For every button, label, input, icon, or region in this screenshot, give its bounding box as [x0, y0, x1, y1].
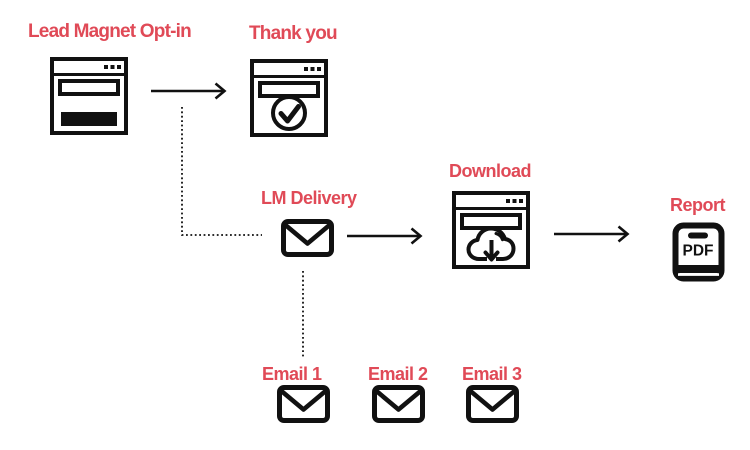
node-label-download: Download	[449, 161, 532, 181]
pdf-text: PDF	[683, 243, 714, 260]
browser-form-icon	[50, 57, 128, 135]
arrow-lmdelivery-to-download	[346, 226, 430, 246]
envelope-icon	[372, 385, 425, 423]
node-label-thank-you: Thank you	[249, 23, 338, 44]
envelope-icon	[277, 385, 330, 423]
browser-checkmark-icon	[250, 59, 328, 137]
dotted-connector-optin-to-lmdelivery	[180, 106, 264, 238]
envelope-icon	[466, 385, 519, 423]
node-label-report: Report	[670, 195, 726, 215]
dotted-connector-lmdelivery-to-emails	[301, 271, 305, 359]
arrow-download-to-report	[553, 224, 637, 244]
node-label-lm-delivery: LM Delivery	[261, 188, 357, 208]
node-label-email-2: Email 2	[368, 364, 428, 384]
pdf-book-icon: PDF	[672, 222, 725, 282]
arrow-optin-to-thankyou	[150, 81, 234, 101]
node-label-email-3: Email 3	[462, 364, 522, 384]
node-label-email-1: Email 1	[262, 364, 322, 384]
envelope-icon	[281, 219, 334, 257]
browser-cloud-download-icon	[452, 191, 530, 269]
node-label-lead-magnet-optin: Lead Magnet Opt-in	[28, 21, 192, 42]
